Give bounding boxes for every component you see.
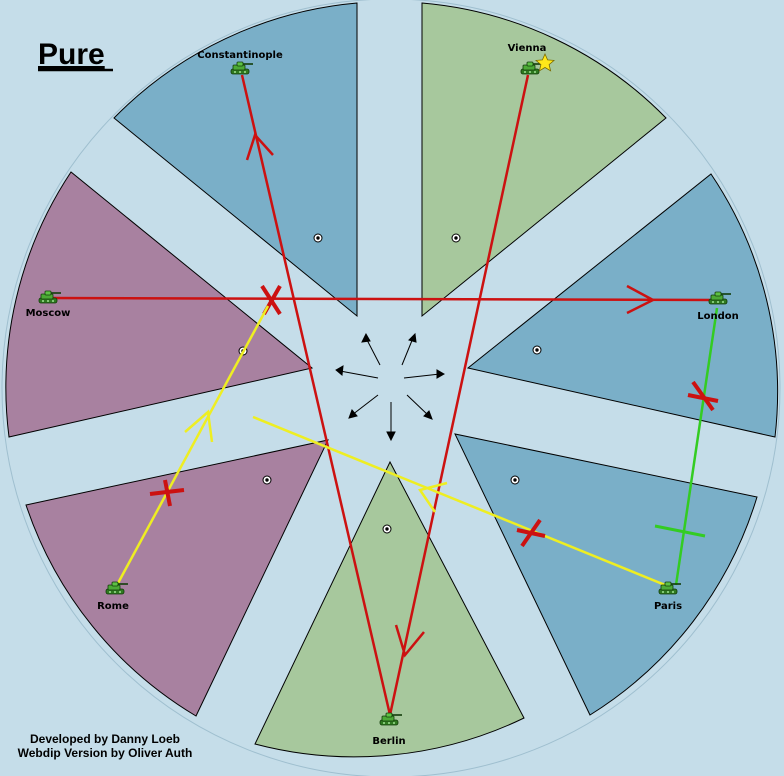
order-rome-support (115, 305, 270, 586)
order-moscow-move (47, 296, 719, 302)
territory-constantinople[interactable] (113, 2, 358, 318)
star-icon (535, 53, 555, 72)
label-moscow: Moscow (26, 308, 71, 319)
label-paris: Paris (654, 601, 682, 612)
territory-berlin[interactable] (254, 460, 525, 758)
support-arrowhead (184, 409, 214, 443)
territory-london[interactable] (466, 173, 779, 438)
order-london-support-hold (674, 307, 719, 586)
order-berlin-move (240, 74, 392, 716)
support-arrowhead (417, 481, 448, 513)
order-vienna-move (388, 74, 530, 716)
order-paris-support (252, 415, 671, 589)
credit-webdip: Webdip Version by Oliver Auth (18, 746, 193, 760)
territory-vienna[interactable] (421, 2, 667, 318)
credit-developer: Developed by Danny Loeb (30, 732, 180, 746)
label-constantinople: Constantinople (197, 50, 283, 61)
map-title: Pure (38, 38, 105, 71)
hold-bar (654, 524, 706, 538)
move-arrowhead (626, 284, 656, 315)
label-rome: Rome (97, 601, 129, 612)
label-vienna: Vienna (508, 43, 547, 54)
failed-mark (149, 479, 185, 507)
territory-moscow[interactable] (5, 171, 314, 438)
label-london: London (697, 311, 739, 322)
territory-paris[interactable] (454, 433, 758, 716)
label-berlin: Berlin (372, 736, 405, 747)
failed-mark (516, 518, 546, 548)
failed-mark (687, 380, 719, 412)
orders-layer (47, 74, 719, 716)
territory-rome[interactable] (25, 439, 329, 717)
move-arrowhead (245, 132, 274, 161)
move-arrowhead (394, 624, 425, 658)
center-compass (335, 332, 446, 442)
